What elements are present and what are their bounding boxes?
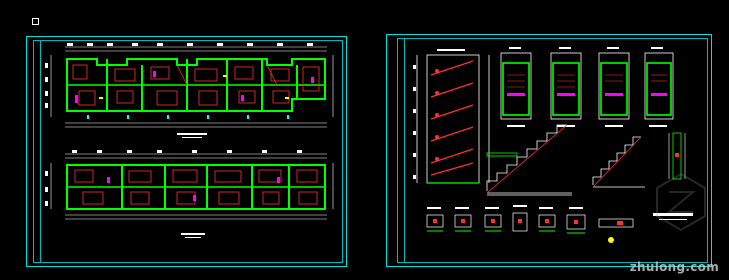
stair-section [413, 49, 490, 184]
lower-floor-plan [45, 150, 334, 238]
title-block-strip [34, 41, 41, 262]
sheet-border [33, 40, 343, 263]
stair-run-sections [486, 124, 686, 196]
floor-plan-drawing [45, 43, 334, 238]
drawing-sheet-stair-details[interactable] [386, 34, 712, 267]
ucs-marker-icon [32, 18, 39, 25]
sheet-border [397, 38, 708, 263]
title-block-strip [398, 39, 405, 262]
drawing-sheet-floor-plans[interactable] [26, 36, 347, 267]
watermark-text: zhulong.com [629, 260, 719, 274]
stair-plans [500, 47, 674, 127]
stair-small-details [426, 205, 693, 243]
upper-floor-plan [45, 43, 334, 138]
stair-detail-drawing [413, 47, 693, 243]
zhulong-logo-icon [656, 172, 706, 232]
